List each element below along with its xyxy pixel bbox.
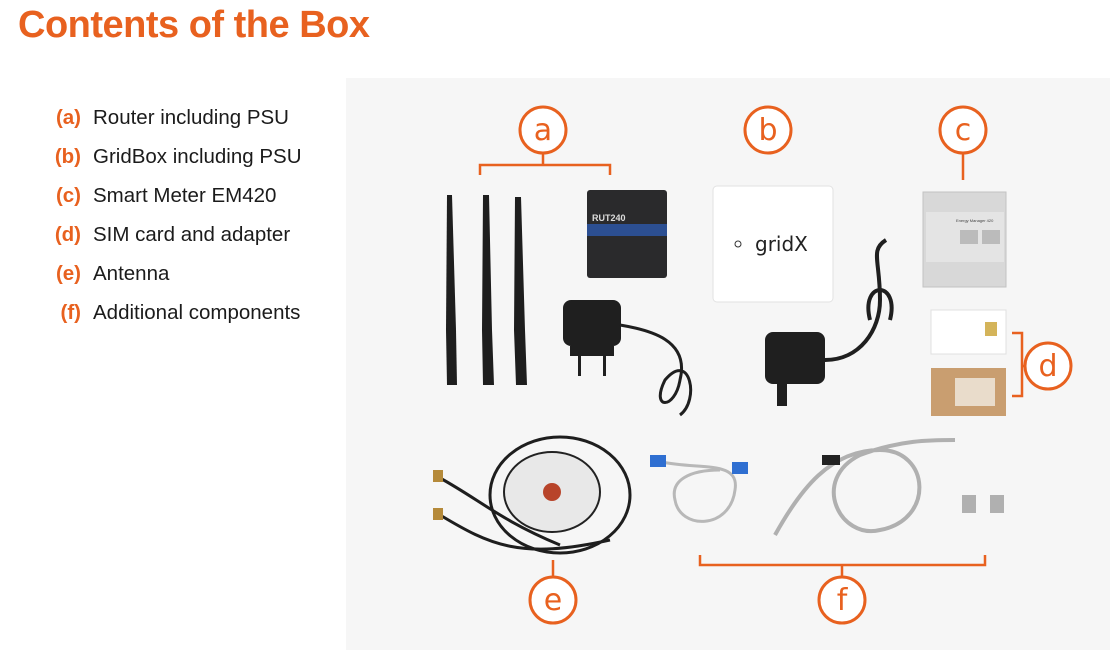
magnetic-antenna	[433, 435, 632, 555]
item-text: Smart Meter EM420	[93, 183, 277, 207]
item-label: (e)	[55, 261, 81, 285]
marker-circles	[518, 105, 1073, 625]
item-label: (c)	[55, 183, 81, 207]
item-text: Antenna	[93, 261, 170, 285]
item-text: Additional components	[93, 300, 301, 324]
gridbox-psu	[765, 238, 894, 406]
item-label: (f)	[60, 300, 81, 324]
gridbox-label: gridX	[755, 232, 808, 256]
item-label: (d)	[54, 222, 81, 246]
contents-list: (a) Router including PSU (b) GridBox inclu…	[34, 98, 302, 332]
item-text: GridBox including PSU	[93, 144, 302, 168]
sim-card-and-adapter	[930, 309, 1007, 416]
router-psu	[563, 300, 693, 417]
router-label: RUT240	[592, 213, 626, 223]
marker-c	[938, 105, 988, 155]
box-contents-photo	[346, 78, 1110, 650]
item-label: (b)	[54, 144, 81, 168]
marker-e	[528, 575, 578, 625]
marker-b-text: b	[758, 113, 777, 148]
marker-lines	[478, 154, 1024, 577]
marker-c-text: c	[955, 113, 972, 148]
marker-d	[1023, 341, 1073, 391]
item-label: (a)	[55, 105, 81, 129]
meter-label: Energy Manager 420	[956, 218, 994, 223]
gridbox: gridX	[712, 185, 834, 303]
router-antennas	[446, 195, 527, 385]
marker-f-text: f	[837, 583, 849, 618]
additional-components	[650, 438, 1004, 536]
router: RUT240	[587, 190, 667, 278]
marker-a	[518, 105, 568, 155]
marker-e-text: e	[544, 583, 562, 618]
list-item: (a) Router including PSU	[34, 98, 302, 137]
list-item: (c) Smart Meter EM420	[34, 176, 302, 215]
marker-d-text: d	[1038, 349, 1057, 384]
marker-a-text: a	[534, 113, 552, 148]
list-item: (e) Antenna	[34, 254, 302, 293]
item-text: SIM card and adapter	[93, 222, 291, 246]
page-title: Contents of the Box	[18, 4, 370, 46]
list-item: (b) GridBox including PSU	[34, 137, 302, 176]
smart-meter: Energy Manager 420	[922, 191, 1007, 288]
marker-b	[743, 105, 793, 155]
item-text: Router including PSU	[93, 105, 289, 129]
list-item: (f) Additional components	[34, 293, 302, 332]
list-item: (d) SIM card and adapter	[34, 215, 302, 254]
marker-f	[817, 575, 867, 625]
